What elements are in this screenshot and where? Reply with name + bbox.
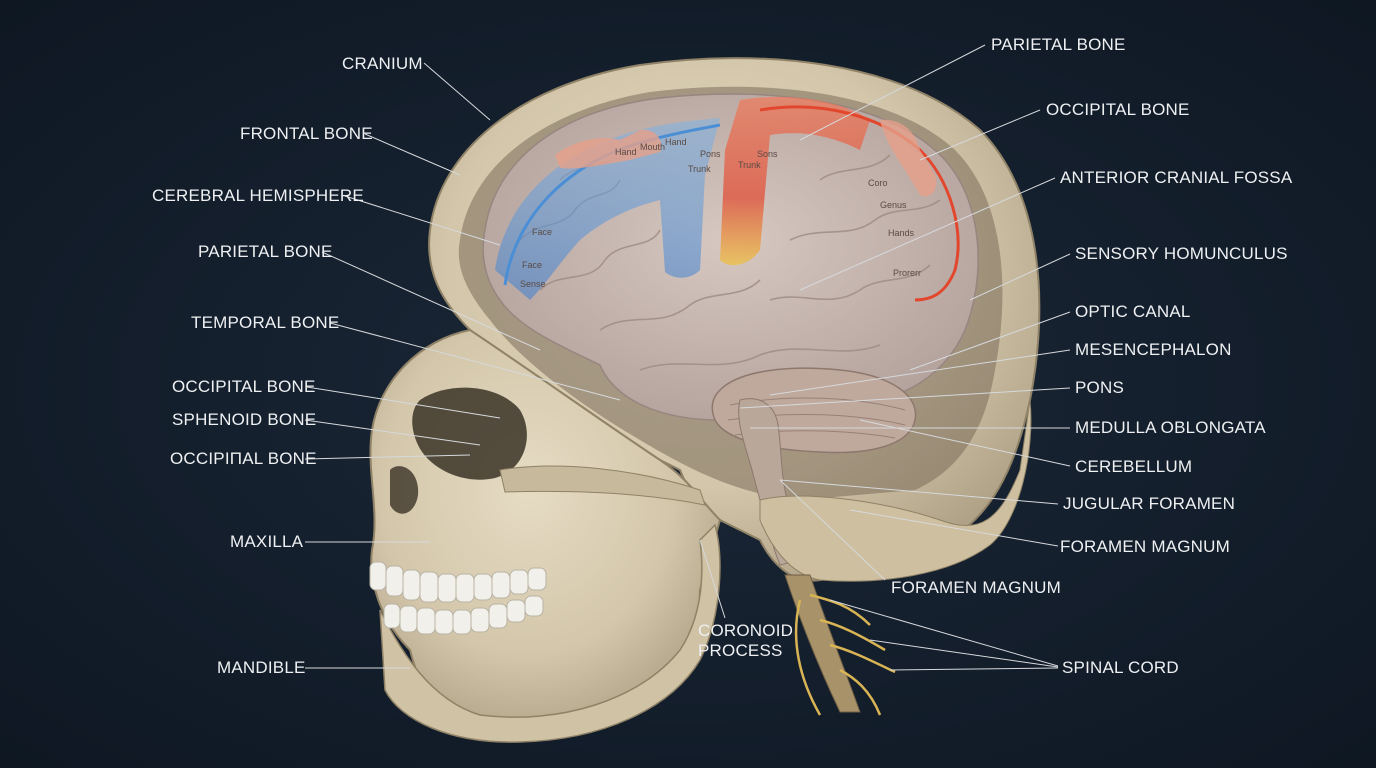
brain-text-prorerr: Prorerr (893, 268, 921, 278)
brain-text-hand-2: Hand (665, 137, 687, 147)
teeth (369, 561, 547, 635)
label-occipital-bone-left-2: OCCIPIΠAL BONE (170, 449, 317, 468)
brain-text-hand-1: Hand (615, 147, 637, 157)
motor-cortex-strip (720, 96, 870, 266)
brain-text-sons: Sons (757, 149, 778, 159)
zygomatic-arch (499, 465, 706, 506)
brain-text-pons: Pons (700, 149, 721, 159)
mandible-bone (379, 523, 721, 743)
label-temporal-bone: TEMPORAL BONE (191, 313, 340, 332)
homunculus-figure (555, 129, 662, 169)
label-sphenoid-bone: SPHENOID BONE (172, 410, 317, 429)
label-anterior-cranial-fossa: ANTERIOR CRANIAL FOSSA (1060, 168, 1293, 187)
nasal-opening (390, 466, 419, 514)
label-frontal-bone: FRONTAL BONE (240, 124, 373, 143)
brain-text-hands-right: Hands (888, 228, 915, 238)
brain-text-face-1: Face (532, 227, 552, 237)
label-jugular-foramen: JUGULAR FORAMEN (1063, 494, 1236, 513)
motor-line (759, 105, 960, 302)
label-parietal-bone-left: PARIETAL BONE (198, 242, 333, 261)
brain-text-trunk-1: Trunk (688, 164, 711, 174)
homunculus-figure-right (880, 119, 937, 197)
brain-text-trunk-2: Trunk (738, 160, 761, 170)
label-foramen-magnum-right: FORAMEN MAGNUM (1060, 537, 1230, 556)
label-occipital-bone-left-1: OCCIPITAL BONE (172, 377, 316, 396)
sensory-cortex-strip (495, 118, 720, 300)
label-cerebellum: CEREBELLUM (1075, 457, 1193, 476)
label-occipital-bone-right: OCCIPITAL BONE (1046, 100, 1190, 119)
brain-text-genus: Genus (880, 200, 907, 210)
label-optic-canal: OPTIC CANAL (1075, 302, 1191, 321)
label-maxilla: MAXILLA (230, 532, 304, 551)
brain-text-face-2: Face (522, 260, 542, 270)
label-sensory-homunculus: SENSORY HOMUNCULUS (1075, 244, 1288, 263)
label-spinal-cord: SPINAL CORD (1062, 658, 1179, 677)
spinal-nerves (794, 593, 896, 716)
label-cranium: CRANIUM (342, 54, 423, 73)
brain-text-mouth: Mouth (640, 142, 665, 152)
spinal-cord-shape (784, 574, 861, 713)
label-parietal-bone-right: PARIETAL BONE (991, 35, 1126, 54)
brain-text-coro: Coro (868, 178, 888, 188)
label-mesencephalon: MESENCEPHALON (1075, 340, 1232, 359)
brain-text-sense: Sense (520, 279, 546, 289)
label-cerebral-hemisphere: CEREBRAL HEMISPHERE (152, 186, 364, 205)
label-coronoid-process-line-2: PROCESS (698, 641, 783, 660)
eye-orbit (412, 387, 527, 480)
label-medulla-oblongata: MEDULLA OBLONGATA (1075, 418, 1266, 437)
label-pons: PONS (1075, 378, 1124, 397)
occipital-base (759, 399, 1032, 582)
label-mandible: MANDIBLE (217, 658, 306, 677)
label-foramen-magnum-bottom: FORAMEN MAGNUM (891, 578, 1061, 597)
label-coronoid-process-line-1: CORONOID (698, 621, 794, 640)
